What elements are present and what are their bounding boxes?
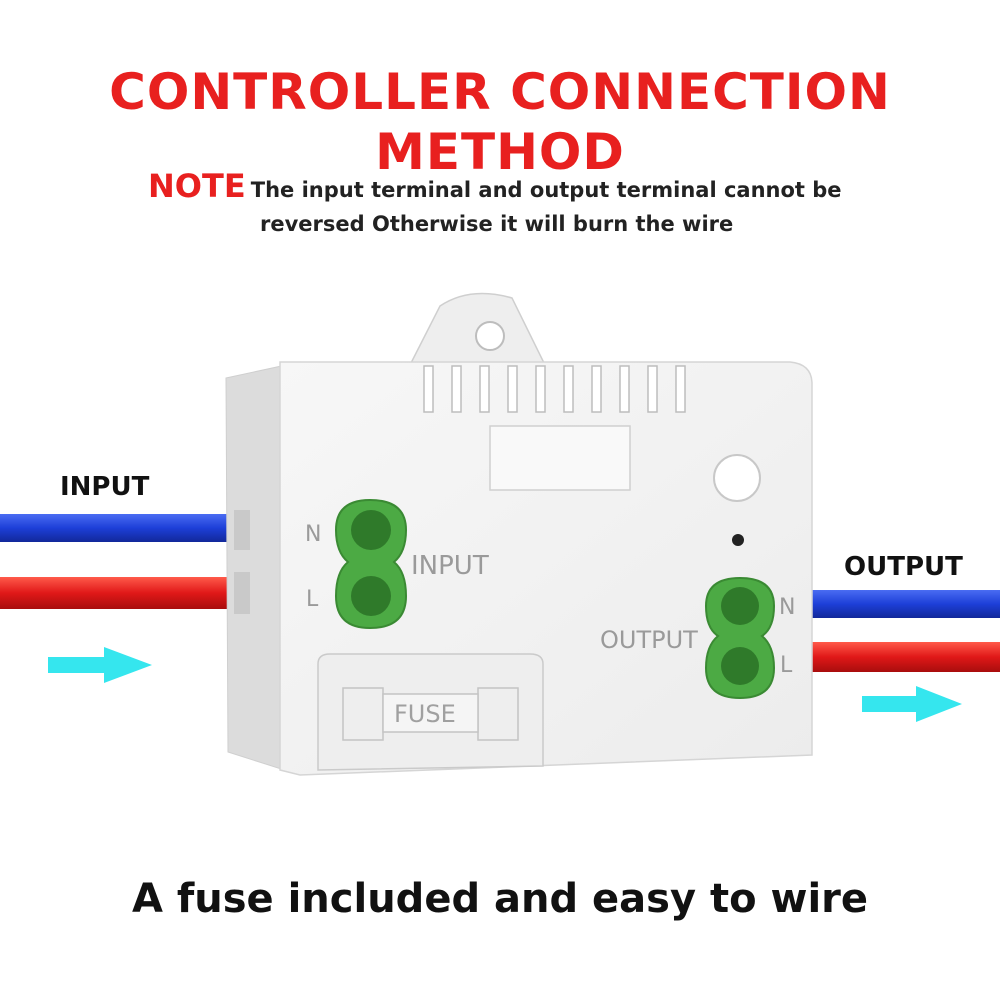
input-neutral-wire	[0, 514, 250, 542]
page-title: CONTROLLER CONNECTION METHOD	[109, 63, 891, 181]
control-button[interactable]	[713, 454, 761, 502]
label-window	[489, 425, 631, 491]
input-terminal-block	[334, 498, 408, 630]
note-text-line2: reversed Otherwise it will burn the wire	[260, 212, 734, 236]
vent-slots	[423, 365, 686, 413]
footer-caption: A fuse included and easy to wire	[131, 876, 869, 922]
fuse-label: FUSE	[394, 700, 456, 728]
flow-arrow-icon	[862, 686, 962, 722]
output-n-label: N	[779, 595, 795, 620]
device-output-label: OUTPUT	[600, 626, 698, 654]
input-l-label: L	[306, 587, 319, 612]
flow-arrow-icon	[48, 647, 152, 683]
input-wire-label: INPUT	[60, 472, 150, 502]
output-l-label: L	[780, 653, 793, 678]
note-text-line1: The input terminal and output terminal c…	[250, 178, 842, 202]
output-neutral-wire	[805, 590, 1000, 618]
output-live-wire	[805, 642, 1000, 672]
input-n-label: N	[305, 522, 321, 547]
output-wire-label: OUTPUT	[844, 552, 963, 582]
output-terminal-block	[704, 576, 776, 700]
note-tag: NOTE	[148, 167, 246, 205]
input-live-wire	[0, 577, 250, 609]
fuse-label-box	[382, 693, 479, 733]
status-led	[732, 534, 744, 546]
device-input-label: INPUT	[411, 551, 489, 581]
